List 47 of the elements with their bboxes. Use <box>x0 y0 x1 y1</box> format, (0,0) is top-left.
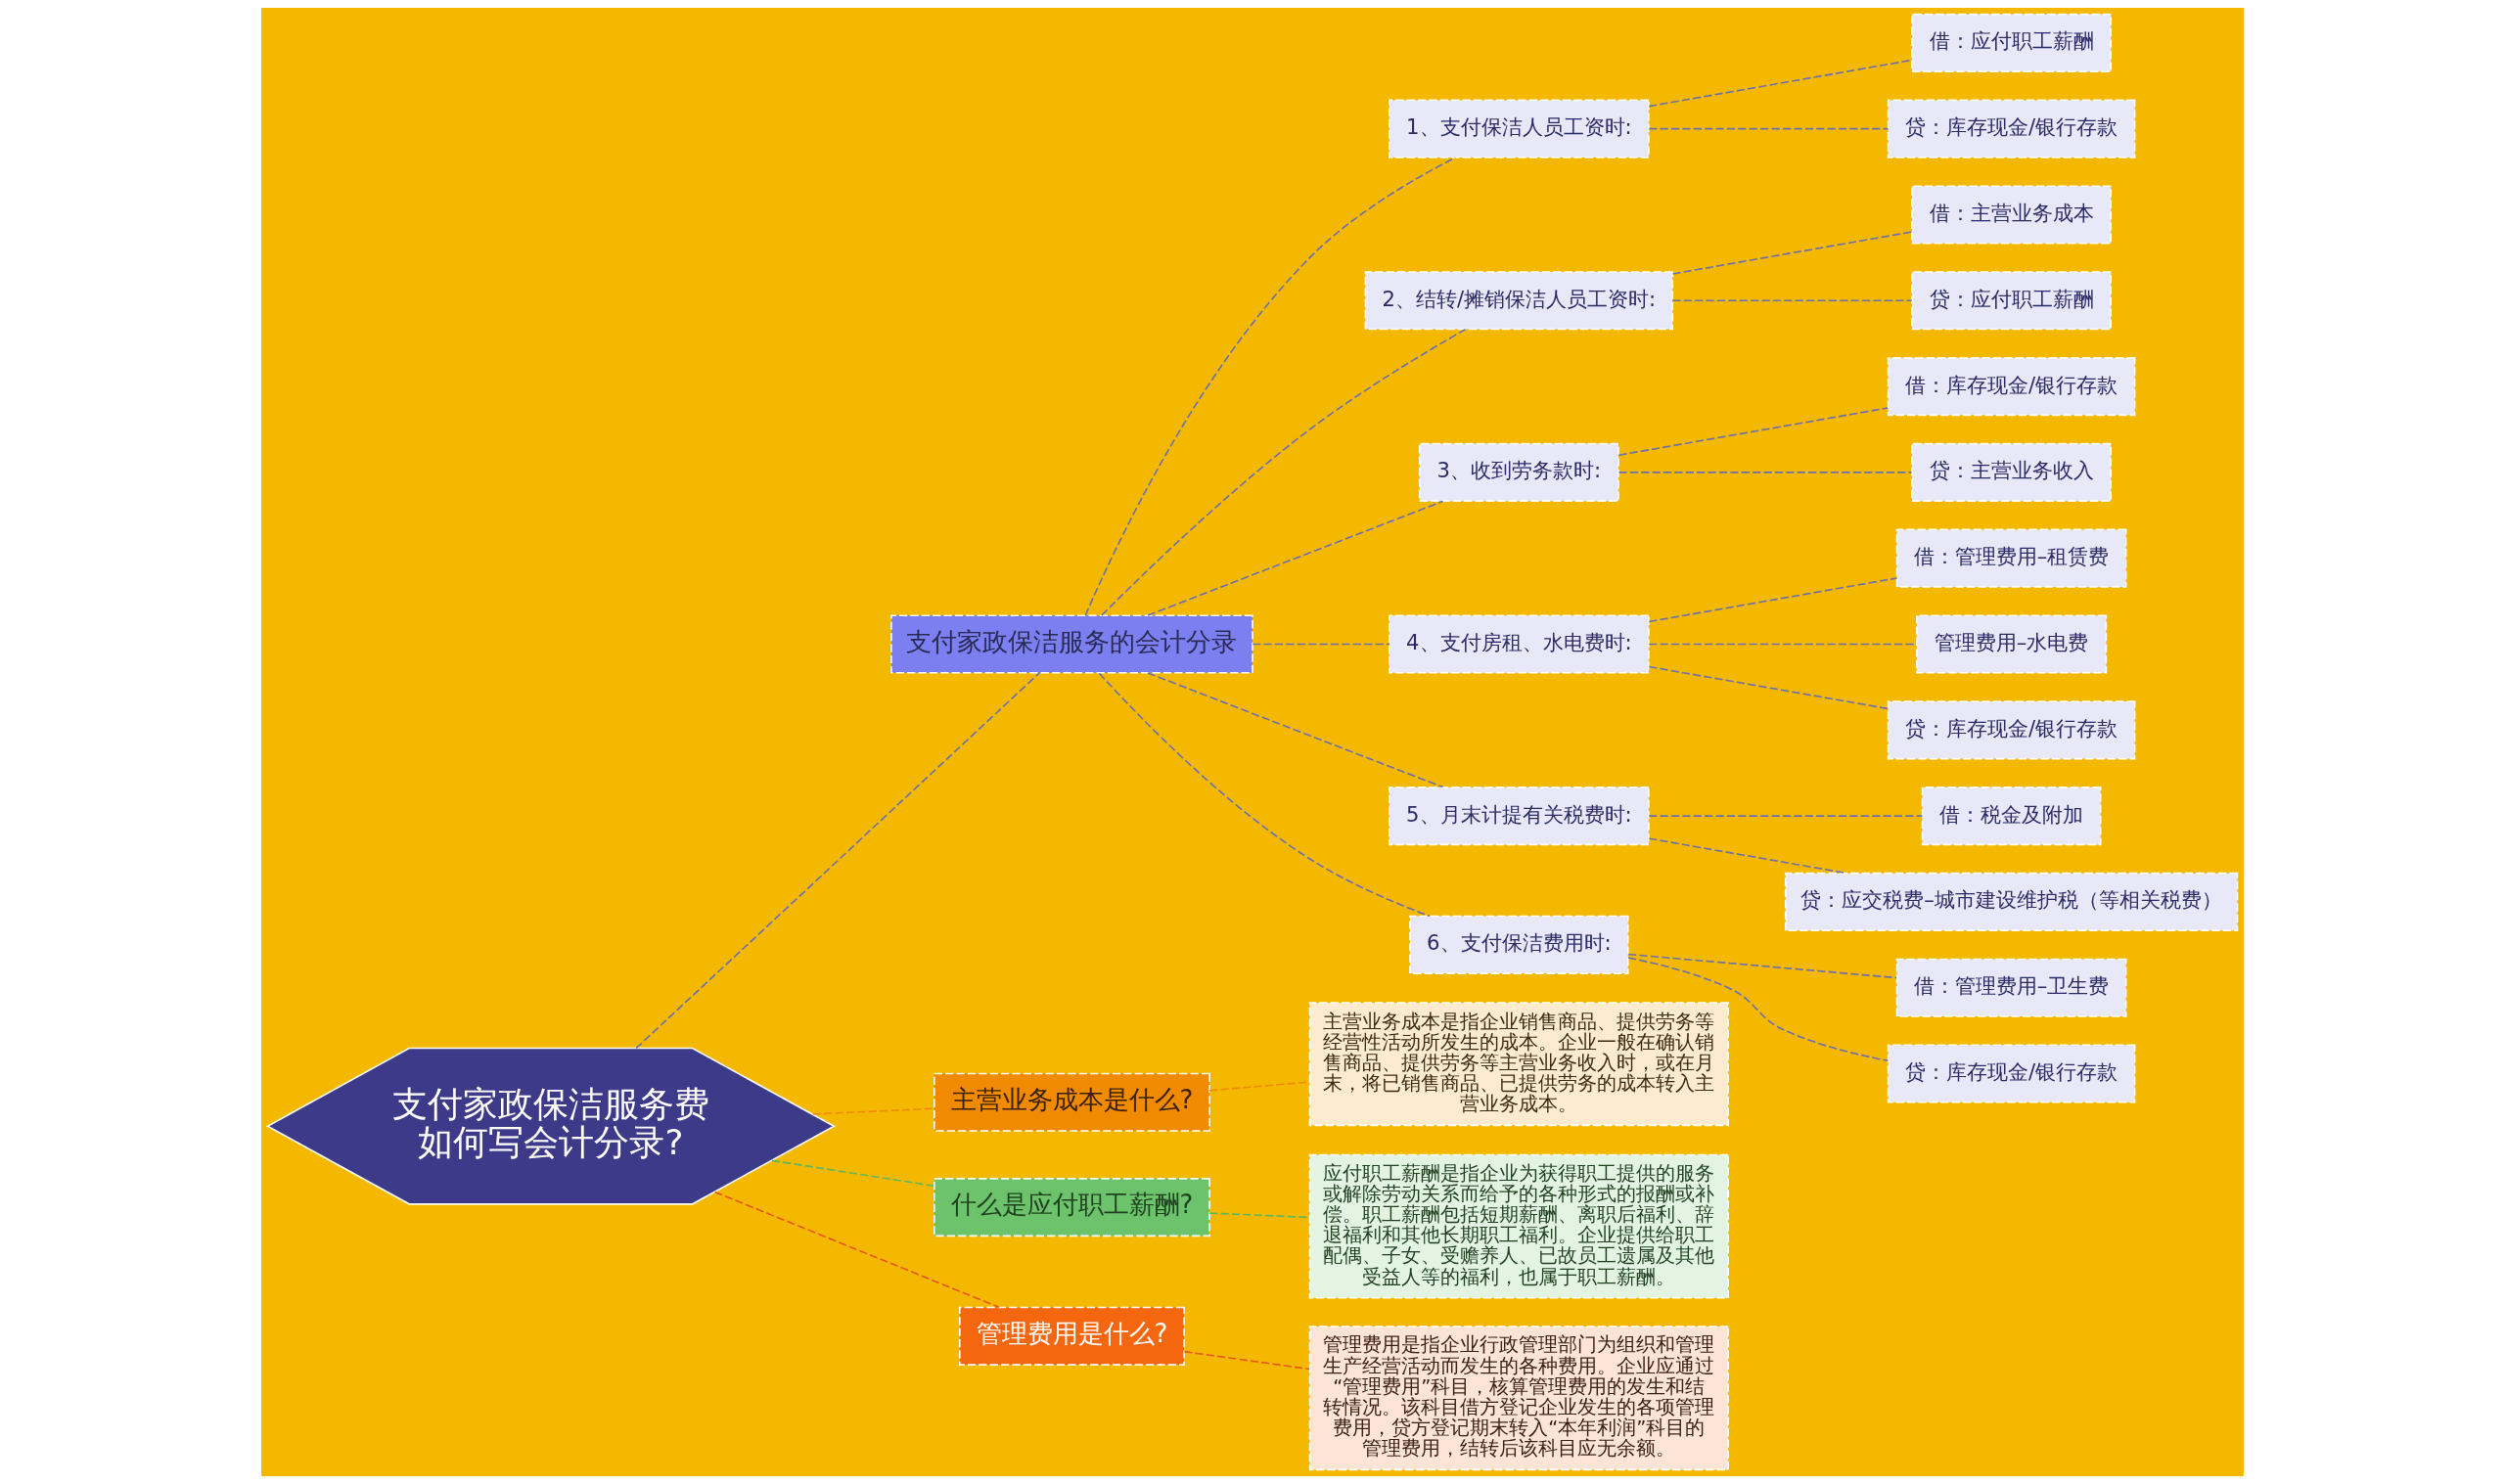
node-box: 贷：应付职工薪酬 <box>1911 271 2113 331</box>
node-box: 什么是应付职工薪酬? <box>933 1178 1210 1237</box>
connector <box>1648 127 1890 130</box>
connector <box>1648 577 1898 623</box>
node-box: 应付职工薪酬是指企业为获得职工提供的服务或解除劳动关系而给予的各种形式的报酬或补偿。职工薪酬包括短期薪酬、离职后福利、辞退福利和其他长期职工福利。企业提供给职工配偶、子女、受赡养人、已故员工遗属及其他受益人等的福利，也属于职工薪酬。 <box>1308 1153 1729 1299</box>
node-box: 贷：应交税费–城市建设维护税（等相关税费） <box>1784 872 2239 931</box>
node-box: 贷：库存现金/银行存款 <box>1887 700 2136 760</box>
node-box: 支付家政保洁服务的会计分录 <box>890 614 1253 674</box>
node-box: 借：税金及附加 <box>1921 787 2102 846</box>
node-box: 3、收到劳务款时: <box>1418 442 1619 502</box>
connector <box>1098 672 1431 918</box>
node-box: 主营业务成本是什么? <box>933 1072 1210 1132</box>
node-box: 管理费用是指企业行政管理部门为组织和管理生产经营活动而发生的各种费用。企业应通过“管理费用”科目，核算管理费用的发生和结转情况。该科目借方登记企业发生的各项管理费用，贷方登记期末转入“本年利润”科目的管理费用，结转后该科目应无余额。 <box>1308 1326 1729 1471</box>
node-box: 4、支付房租、水电费时: <box>1389 614 1650 674</box>
node-box: 1、支付保洁人员工资时: <box>1389 99 1650 158</box>
connector <box>1101 328 1467 616</box>
node-box: 管理费用是什么? <box>959 1306 1185 1366</box>
node-box: 5、月末计提有关税费时: <box>1389 787 1650 846</box>
node-box: 借：应付职工薪酬 <box>1911 13 2113 72</box>
connector <box>811 1107 935 1115</box>
connector <box>1252 643 1390 646</box>
connector <box>1627 957 1890 1062</box>
node-box: 借：管理费用–租赁费 <box>1895 528 2127 588</box>
connector <box>1648 665 1890 710</box>
node-box: 借：主营业务成本 <box>1911 185 2113 245</box>
connector <box>713 1191 1000 1309</box>
node-box: 贷：主营业务收入 <box>1911 442 2113 502</box>
connector <box>1671 299 1913 302</box>
connector <box>771 1159 935 1188</box>
connector <box>1627 953 1898 979</box>
node-box: 管理费用–水电费 <box>1916 614 2108 674</box>
connector <box>1617 472 1913 473</box>
connector <box>1147 672 1444 788</box>
node-box: 借：管理费用–卫生费 <box>1895 958 2127 1017</box>
connector <box>1084 157 1457 616</box>
connector <box>1147 500 1444 616</box>
connector <box>1183 1350 1310 1371</box>
node-box: 6、支付保洁费用时: <box>1409 915 1629 974</box>
connector <box>1648 815 1924 817</box>
node-box: 借：库存现金/银行存款 <box>1887 357 2136 417</box>
connector <box>1671 231 1913 275</box>
node-box: 贷：库存现金/银行存款 <box>1887 1044 2136 1103</box>
node-box: 主营业务成本是指企业销售商品、提供劳务等经营性活动所发生的成本。企业一般在确认销售商品、提供劳务等主营业务收入时，或在月末，将已销售商品、已提供劳务的成本转入主营业务成本。 <box>1308 1002 1729 1127</box>
connector <box>1617 407 1889 457</box>
node-box: 2、结转/摊销保洁人员工资时: <box>1364 271 1674 331</box>
connector <box>635 672 1041 1050</box>
node-box: 贷：库存现金/银行存款 <box>1887 99 2136 158</box>
